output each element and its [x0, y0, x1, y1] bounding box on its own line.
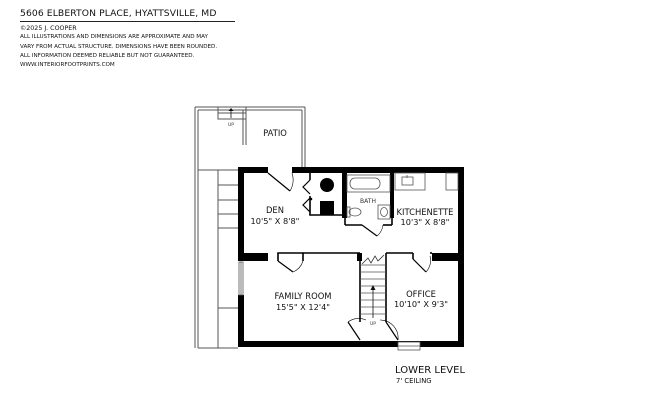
- office-window: [397, 341, 421, 351]
- copyright: ©2025 J. COOPER: [20, 25, 77, 32]
- website-url: WWW.INTERIORFOOTPRINTS.COM: [20, 61, 115, 68]
- bath-sink-icon: [377, 204, 391, 220]
- bathtub-icon: [346, 174, 391, 193]
- patio-outline: [194, 106, 306, 349]
- interior-stair-up-arrow: [370, 285, 376, 290]
- exterior-walls: [238, 167, 464, 347]
- disclaimer-line: ALL ILLUSTRATIONS AND DIMENSIONS ARE APP…: [20, 34, 208, 40]
- room-dims-kitchenette: 10'3" X 8'8": [401, 217, 450, 227]
- interior-up-label: UP: [370, 321, 376, 327]
- wall-stubs: [342, 173, 394, 261]
- fixtures: [309, 172, 459, 220]
- water-heater-icon: [320, 178, 334, 192]
- ceiling-height: 7' CEILING: [396, 377, 432, 385]
- room-label-patio: PATIO: [263, 128, 287, 138]
- disclaimer-line: VARY FROM ACTUAL STRUCTURE. DIMENSIONS H…: [20, 43, 218, 50]
- level-name: LOWER LEVEL: [395, 365, 466, 376]
- room-label-office: OFFICE: [406, 289, 436, 299]
- furnace-icon: [320, 201, 334, 215]
- exterior-up-label: UP: [228, 122, 234, 128]
- room-dims-office: 10'10" X 9'3": [394, 299, 448, 309]
- room-dims-family-room: 15'5" X 12'4": [276, 302, 330, 312]
- property-address: 5606 ELBERTON PLACE, HYATTSVILLE, MD: [20, 8, 235, 22]
- room-label-kitchenette: KITCHENETTE: [397, 207, 454, 217]
- room-label-family-room: FAMILY ROOM: [274, 291, 331, 301]
- doors: [267, 172, 431, 341]
- room-dims-den: 10'5" X 8'8": [251, 216, 300, 226]
- toilet-icon: [346, 206, 362, 218]
- kitchen-sink-icon: [394, 172, 459, 191]
- interior-stairs: [360, 254, 386, 318]
- plan-header: 5606 ELBERTON PLACE, HYATTSVILLE, MD ©20…: [20, 8, 235, 69]
- exterior-stair-up-arrow: UP: [228, 108, 234, 128]
- room-label-bath: BATH: [360, 198, 376, 205]
- room-label-den: DEN: [266, 205, 284, 215]
- family-room-window: [238, 261, 244, 296]
- disclaimer-line: ALL INFORMATION DEEMED RELIABLE BUT NOT …: [20, 53, 195, 60]
